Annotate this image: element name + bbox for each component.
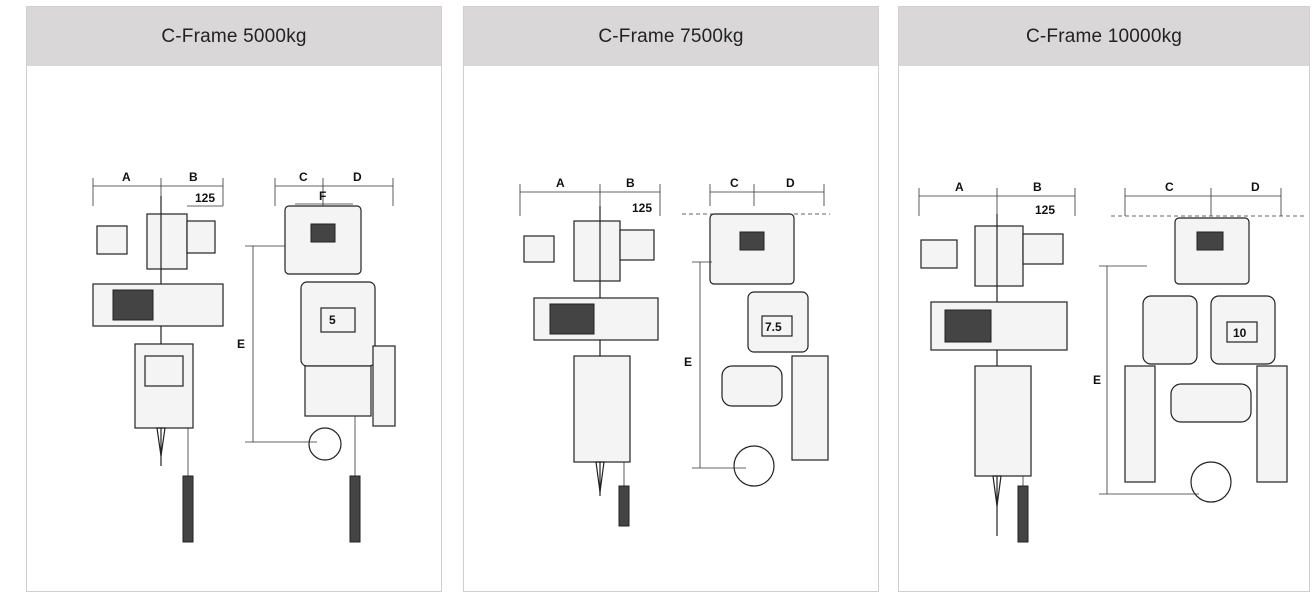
- hook: [733, 445, 775, 487]
- dim-b-label: B: [1033, 180, 1042, 194]
- panel-7500kg: C-Frame 7500kg A B 125 C D 7.5: [463, 6, 879, 592]
- panel-header: C-Frame 7500kg: [464, 7, 878, 66]
- dim-b-label: B: [189, 170, 198, 184]
- capacity-plate-text: 7.5: [765, 320, 782, 334]
- dim-a-label: A: [122, 170, 131, 184]
- hoist-body: [974, 365, 1032, 477]
- dim-c-label: C: [730, 176, 739, 190]
- dim-d-label: D: [1251, 180, 1260, 194]
- panel-5000kg: C-Frame 5000kg A B 125 C D F: [26, 6, 442, 592]
- panel-header: C-Frame 5000kg: [27, 7, 441, 66]
- dim-c-label: C: [1165, 180, 1174, 194]
- capacity-plate-text: 10: [1233, 326, 1247, 340]
- hoist-drawing-7500kg: A B 125 C D 7.5 E: [519, 176, 830, 527]
- panel-title: C-Frame 5000kg: [161, 25, 307, 47]
- dim-d-label: D: [786, 176, 795, 190]
- capacity-plate-text: 5: [329, 313, 336, 327]
- hook: [308, 427, 342, 461]
- hook: [1190, 461, 1232, 503]
- dim-e-label: E: [237, 337, 245, 351]
- panel-title: C-Frame 10000kg: [1025, 25, 1183, 47]
- trolley-motor: [96, 225, 128, 255]
- dim-e-label: E: [684, 355, 692, 369]
- hoist-drawing-10000kg: A B 125 C D 10 E: [918, 180, 1307, 543]
- dim-125-label: 125: [1035, 203, 1055, 217]
- trolley-frame: [146, 213, 188, 270]
- hoist-drawing-5000kg: A B 125 C D F 5: [92, 170, 396, 543]
- dim-d-label: D: [353, 170, 362, 184]
- dim-e-label: E: [1093, 373, 1101, 387]
- panel-header: C-Frame 10000kg: [899, 7, 1309, 66]
- dim-f-label: F: [319, 189, 326, 203]
- dim-c-label: C: [299, 170, 308, 184]
- dim-125-label: 125: [632, 201, 652, 215]
- hoist-body: [573, 355, 631, 463]
- dim-a-label: A: [556, 176, 565, 190]
- pendant-control: [182, 475, 194, 543]
- panel-10000kg: C-Frame 10000kg A B 125 C D 10: [898, 6, 1310, 592]
- dim-a-label: A: [955, 180, 964, 194]
- panel-title: C-Frame 7500kg: [598, 25, 744, 47]
- dim-b-label: B: [626, 176, 635, 190]
- dim-125-label: 125: [195, 191, 215, 205]
